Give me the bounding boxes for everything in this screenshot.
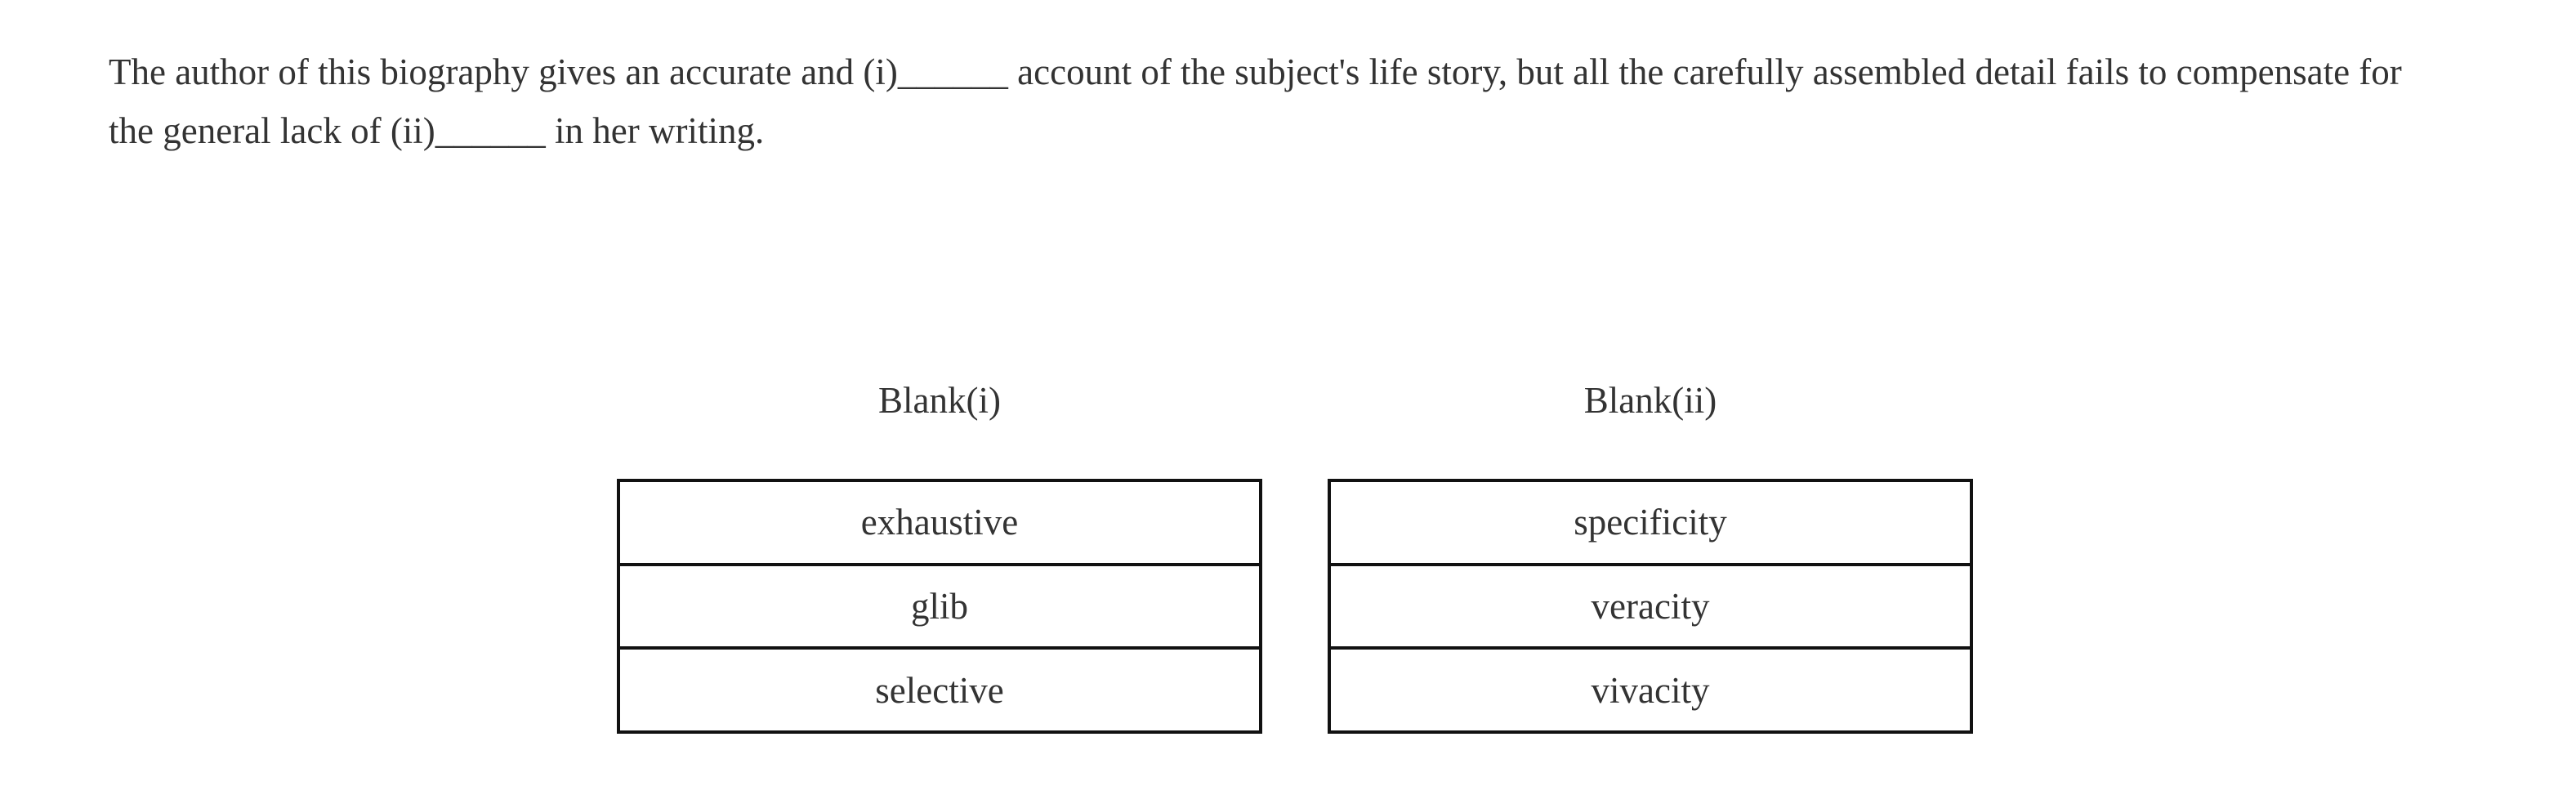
blank-i-option-1[interactable]: exhaustive: [620, 482, 1259, 566]
blank-i-option-3[interactable]: selective: [875, 669, 1004, 711]
blank-i-choices-table: exhaustive glib selective: [617, 479, 1262, 734]
question-text: The author of this biography gives an ac…: [109, 51, 2402, 151]
blank-ii-option-3[interactable]: vivacity: [1591, 669, 1710, 711]
blank-ii-choices-table: specificity veracity vivacity: [1328, 479, 1973, 734]
blank-ii-label: Blank(ii): [1583, 380, 1717, 421]
blank-i-label: Blank(i): [878, 380, 1001, 421]
blank-ii-option-2[interactable]: veracity: [1331, 566, 1970, 650]
blank-ii-option-1[interactable]: specificity: [1331, 482, 1970, 566]
blank-i-option-2[interactable]: glib: [620, 566, 1259, 650]
